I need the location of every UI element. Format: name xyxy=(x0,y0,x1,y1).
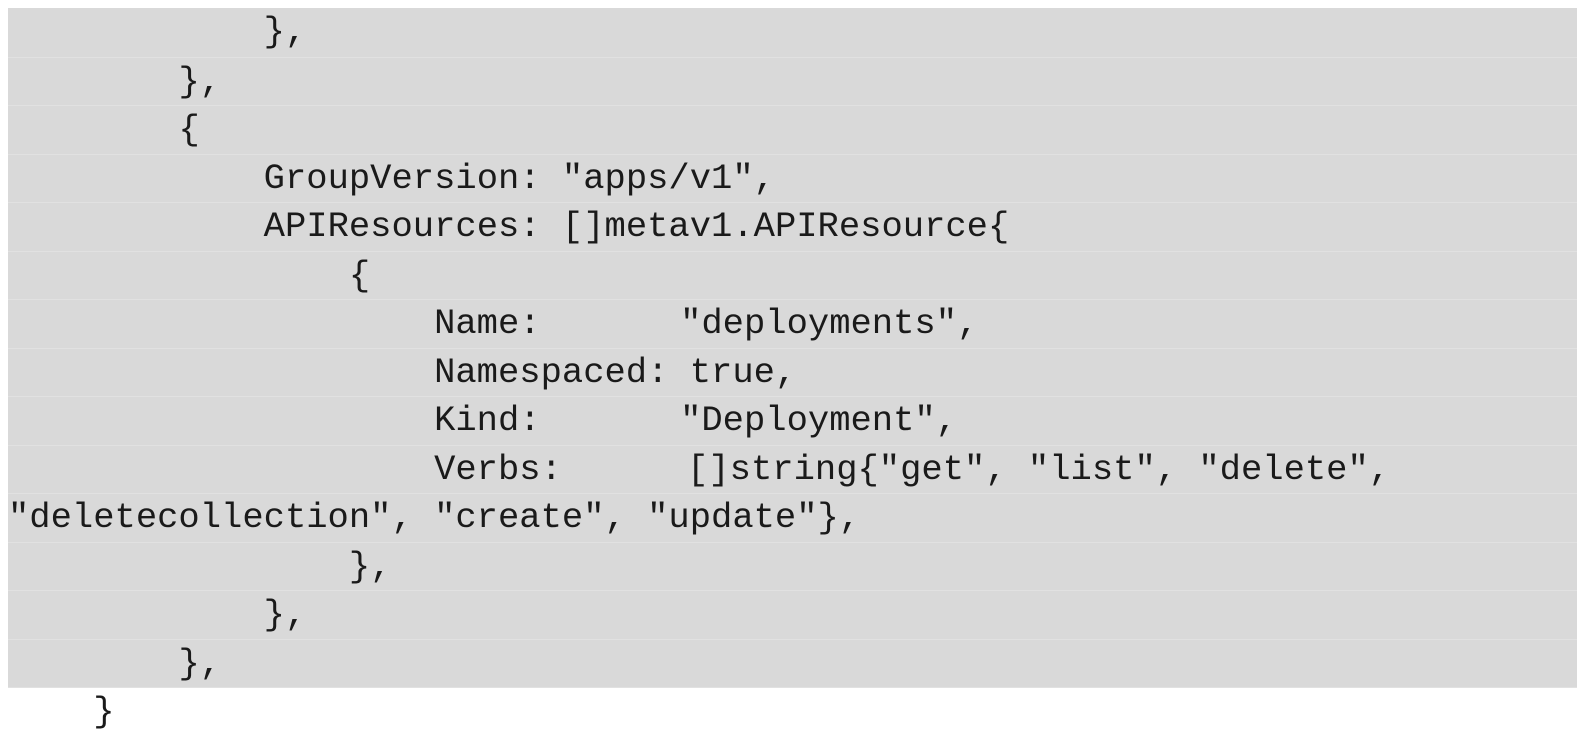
code-line-10: Verbs: []string{"get", "list", "delete", xyxy=(8,444,1577,494)
code-text: "deletecollection", "create", "update"}, xyxy=(8,497,861,538)
code-line-7: Name: "deployments", xyxy=(8,299,1577,348)
indent xyxy=(8,158,264,199)
code-line-14: }, xyxy=(8,638,1577,688)
field-value: "Deployment", xyxy=(680,400,958,441)
indent xyxy=(8,643,178,684)
code-line-2: }, xyxy=(8,56,1577,106)
indent xyxy=(8,303,434,344)
field-key: Namespaced: xyxy=(434,351,669,393)
field-key: Kind: xyxy=(434,400,541,441)
indent xyxy=(8,400,434,441)
code-text: }, xyxy=(178,60,222,102)
indent xyxy=(8,449,434,490)
code-text: }, xyxy=(263,11,307,52)
indent xyxy=(8,546,349,587)
code-line-12: }, xyxy=(8,541,1577,591)
code-line-1: }, xyxy=(8,8,1577,57)
indent xyxy=(8,594,264,635)
code-line-15: } xyxy=(8,687,1577,736)
field-key: Verbs: xyxy=(434,448,562,490)
indent xyxy=(8,109,178,150)
code-text: }, xyxy=(178,642,222,684)
indent xyxy=(8,206,264,247)
indent xyxy=(8,255,349,296)
code-line-4: GroupVersion: "apps/v1", xyxy=(8,153,1577,203)
indent xyxy=(8,691,93,732)
code-text: { xyxy=(178,109,200,150)
code-block: }, }, { GroupVersion: "apps/v1", APIReso… xyxy=(8,8,1577,732)
indent xyxy=(8,352,434,393)
code-text: { xyxy=(348,254,371,296)
code-line-11: "deletecollection", "create", "update"}, xyxy=(8,493,1577,542)
code-text: } xyxy=(93,691,115,732)
field-value: "deployments", xyxy=(680,303,979,344)
code-text: }, xyxy=(263,594,307,635)
code-text: APIResources: []metav1.APIResource{ xyxy=(263,206,1010,247)
code-line-8: Namespaced: true, xyxy=(8,347,1577,397)
code-line-9: Kind: "Deployment", xyxy=(8,396,1577,445)
code-line-13: }, xyxy=(8,590,1577,639)
indent xyxy=(8,61,178,102)
indent xyxy=(8,11,264,52)
code-text: }, xyxy=(348,545,392,587)
field-key: Name: xyxy=(434,303,541,344)
code-line-3: { xyxy=(8,105,1577,154)
code-line-6: { xyxy=(8,250,1577,300)
code-line-5: APIResources: []metav1.APIResource{ xyxy=(8,202,1577,251)
field-value: []string{"get", "list", "delete", xyxy=(687,448,1391,490)
field-value: true, xyxy=(668,351,797,393)
code-text: GroupVersion: "apps/v1", xyxy=(263,157,775,199)
